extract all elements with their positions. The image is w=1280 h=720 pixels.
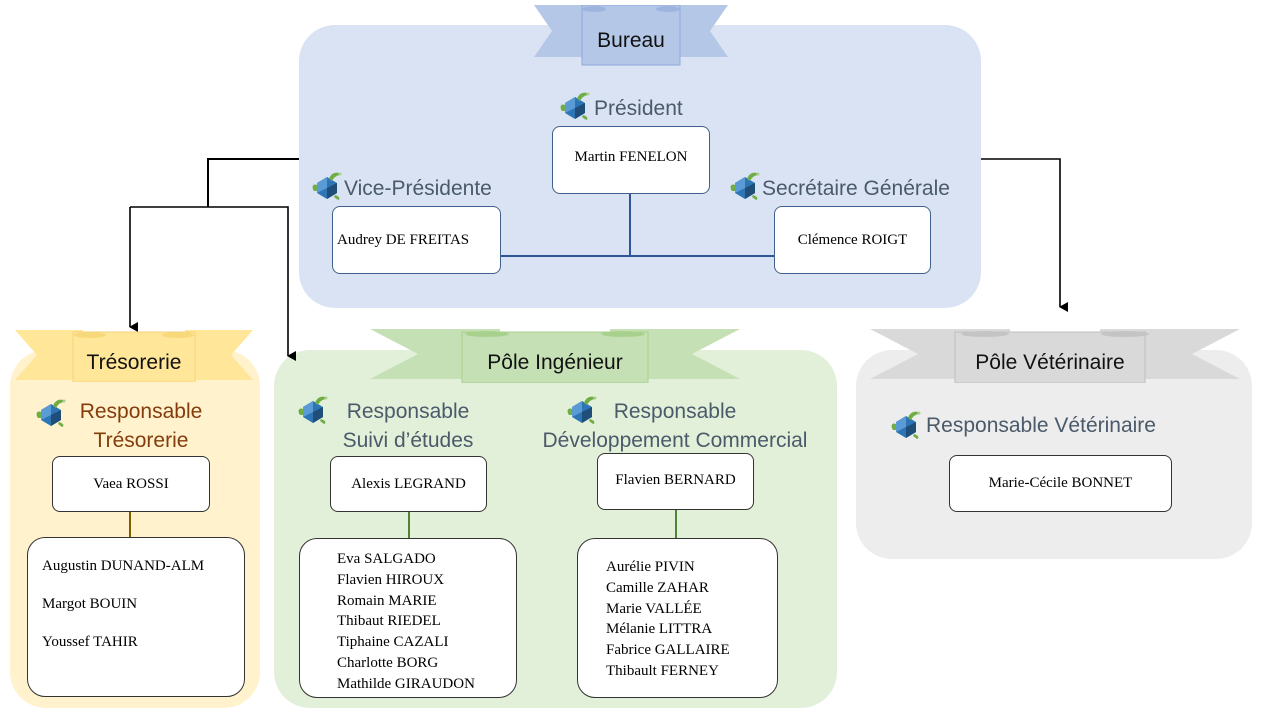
vice-president-name-box: Audrey DE FREITAS bbox=[332, 206, 501, 274]
turtle-logo-icon bbox=[729, 169, 761, 201]
role-line-1: Responsable bbox=[79, 400, 203, 423]
list-item: Aurélie PIVIN bbox=[606, 559, 695, 575]
tresorerie-members-list: Augustin DUNAND-ALM Margot BOUIN Youssef… bbox=[27, 537, 245, 697]
list-item: Youssef TAHIR bbox=[42, 634, 138, 650]
list-item: Romain MARIE bbox=[337, 592, 437, 609]
role-line-2: Développement Commercial bbox=[542, 429, 808, 452]
suivi-responsable-role: Responsable Suivi d’études bbox=[318, 397, 498, 455]
suivi-members-list: Eva SALGADO Flavien HIROUX Romain MARIE … bbox=[299, 538, 517, 698]
list-item: Eva SALGADO bbox=[337, 551, 436, 567]
list-item: Tiphaine CAZALI bbox=[337, 634, 449, 651]
list-item: Fabrice GALLAIRE bbox=[606, 642, 730, 659]
role-line-1: Responsable bbox=[613, 400, 737, 423]
secretary-role: Secrétaire Générale bbox=[762, 177, 950, 200]
dev-responsable-role: Responsable Développement Commercial bbox=[522, 397, 828, 455]
role-line-2: Suivi d’études bbox=[342, 429, 474, 452]
tresorerie-title: Trésorerie bbox=[86, 351, 182, 374]
vet-responsable-role: Responsable Vétérinaire bbox=[926, 414, 1156, 437]
turtle-logo-icon bbox=[311, 169, 343, 201]
list-item: Thibault FERNEY bbox=[606, 662, 719, 679]
pole-veterinaire-title: Pôle Vétérinaire bbox=[975, 351, 1125, 374]
vet-responsable-name-box: Marie-Cécile BONNET bbox=[949, 455, 1172, 512]
list-item: Camille ZAHAR bbox=[606, 579, 709, 596]
secretary-name-box: Clémence ROIGT bbox=[774, 206, 931, 274]
list-item: Margot BOUIN bbox=[42, 596, 138, 612]
bureau-banner bbox=[534, 5, 728, 66]
role-line-1: Responsable bbox=[346, 400, 470, 423]
president-name-box: Martin FENELON bbox=[552, 126, 710, 194]
turtle-logo-icon bbox=[890, 408, 922, 440]
president-role: Président bbox=[594, 97, 683, 120]
tresorerie-responsable-name-box: Vaea ROSSI bbox=[52, 456, 210, 512]
list-item: Mélanie LITTRA bbox=[606, 621, 713, 638]
list-item: Marie VALLÉE bbox=[606, 600, 702, 617]
suivi-responsable-name-box: Alexis LEGRAND bbox=[330, 456, 487, 512]
list-item: Mathilde GIRAUDON bbox=[337, 675, 475, 692]
list-item: Thibaut RIEDEL bbox=[337, 613, 441, 630]
pole-veterinaire-banner bbox=[870, 329, 1240, 383]
pole-ingenieur-banner bbox=[370, 329, 740, 383]
list-item: Flavien HIROUX bbox=[337, 571, 445, 588]
tresorerie-banner bbox=[15, 330, 253, 382]
dev-members-list: Aurélie PIVIN Camille ZAHAR Marie VALLÉE… bbox=[577, 538, 778, 698]
list-item: Charlotte BORG bbox=[337, 654, 439, 671]
tresorerie-responsable-role: Responsable Trésorerie bbox=[62, 397, 220, 455]
list-item: Augustin DUNAND-ALM bbox=[42, 558, 205, 574]
pole-ingenieur-title: Pôle Ingénieur bbox=[487, 351, 623, 374]
turtle-logo-icon bbox=[559, 89, 591, 121]
dev-responsable-name-box: Flavien BERNARD bbox=[597, 453, 754, 510]
role-line-2: Trésorerie bbox=[93, 429, 189, 452]
pole-veterinaire-panel bbox=[856, 350, 1252, 559]
bureau-title: Bureau bbox=[597, 29, 665, 52]
vice-president-role: Vice-Présidente bbox=[344, 177, 492, 200]
